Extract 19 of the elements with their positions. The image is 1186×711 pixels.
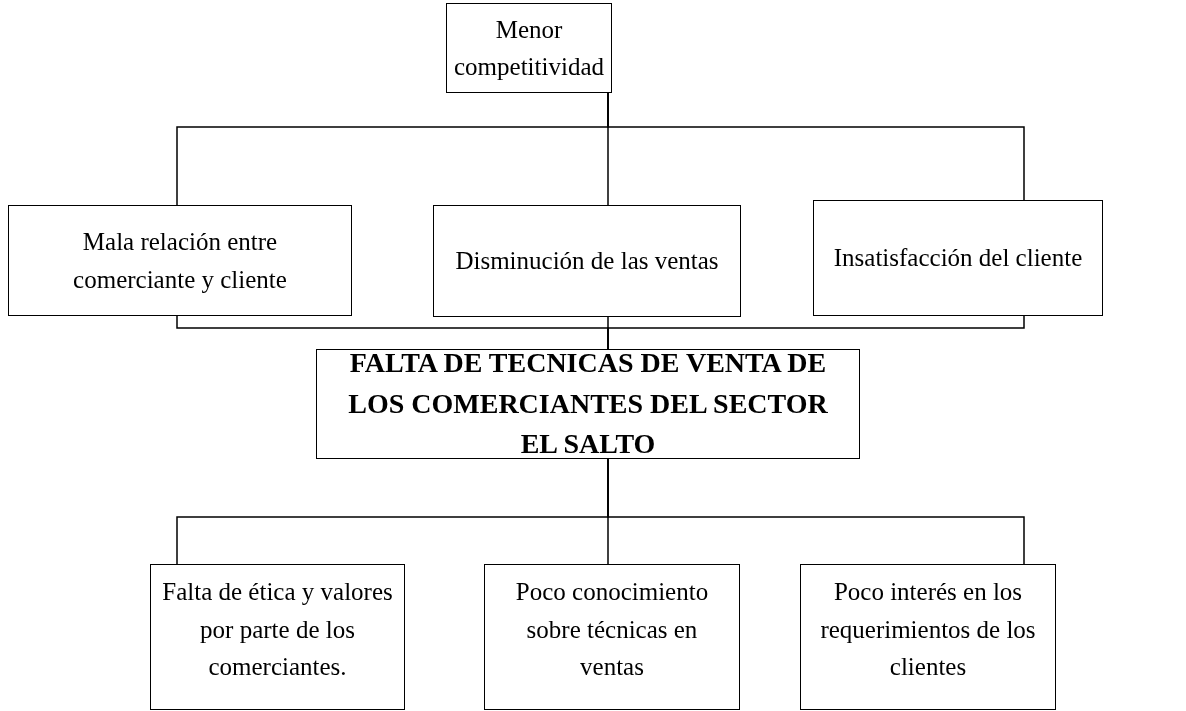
node-text: Poco interés en los requerimientos de los clientes (819, 577, 1037, 682)
text-box (446, 3, 612, 93)
connector-line (607, 458, 1025, 565)
connector-line (607, 92, 1025, 201)
problem-box (316, 349, 860, 459)
connector-line (607, 315, 1025, 350)
text-box (800, 564, 1056, 710)
node-text: Poco conocimiento sobre técnicas en ventas (514, 577, 710, 682)
text-box (8, 205, 352, 316)
node-text: Menor competitividad (454, 14, 604, 82)
node-text: Mala relación entre comerciante y cliente (72, 227, 288, 295)
text-box (433, 205, 741, 317)
text-box (150, 564, 405, 710)
node-text: FALTA DE TECNICAS DE VENTA DE LOS COMERCIANTES DEL SECTOR EL SALTO (347, 346, 829, 462)
node-text: Disminución de las ventas (455, 246, 719, 277)
node-text: Insatisfacción del cliente (833, 243, 1083, 274)
text-box (484, 564, 740, 710)
node-text: Falta de ética y valores por parte de los comerciantes. (161, 577, 394, 682)
text-box (813, 200, 1103, 316)
